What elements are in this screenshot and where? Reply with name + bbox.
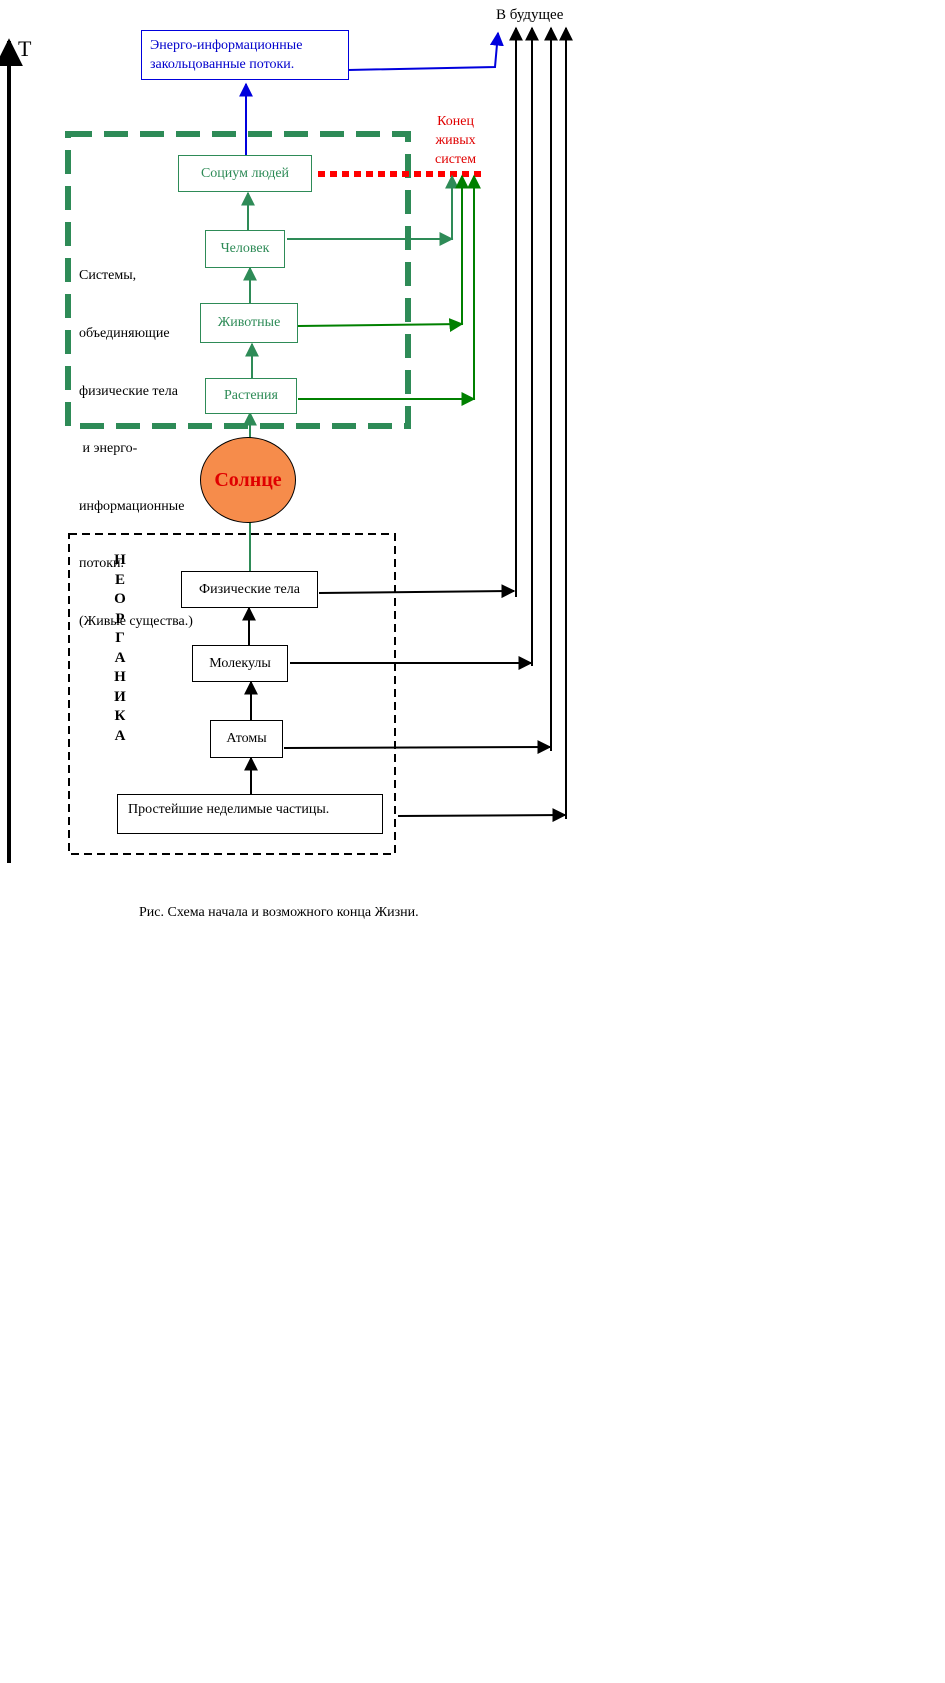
arrow-animals-end bbox=[297, 174, 469, 327]
time-axis-label: T bbox=[18, 36, 32, 61]
inorganic-letter: И bbox=[114, 688, 126, 705]
inorganic-letter: Г bbox=[115, 630, 125, 646]
inorganic-vertical-label: Н Е О Р Г А Н И К А bbox=[111, 551, 129, 746]
living-description: Системы, объединяющие физические тела и … bbox=[79, 228, 193, 650]
inorganic-letter: А bbox=[114, 727, 126, 744]
end-label-line2: живых bbox=[435, 133, 476, 148]
particles-box: Простейшие неделимые частицы. bbox=[117, 794, 383, 834]
inorganic-letter: Р bbox=[115, 610, 125, 627]
arrow-bodies-right bbox=[318, 584, 516, 599]
inorganic-letter: О bbox=[114, 591, 126, 607]
inorganic-frame bbox=[68, 533, 396, 855]
inorganic-letter: Н bbox=[114, 669, 126, 685]
arrow-plants-end bbox=[298, 174, 481, 400]
energy-flows-line2: закольцованные потоки. bbox=[150, 57, 295, 72]
living-systems-frame bbox=[65, 131, 411, 429]
society-box: Социум людей bbox=[178, 155, 312, 192]
animals-box: Животные bbox=[200, 303, 298, 343]
end-label-line1: Конец bbox=[437, 114, 474, 129]
desc-line: Системы, bbox=[79, 268, 137, 284]
atoms-box: Атомы bbox=[210, 720, 283, 758]
desc-line: и энерго- bbox=[79, 441, 138, 457]
desc-line: объединяющие bbox=[79, 326, 170, 342]
desc-line: (Живые существа.) bbox=[79, 614, 193, 630]
arrow-energy-future bbox=[347, 31, 504, 71]
inorganic-letter: Е bbox=[114, 571, 125, 588]
arrow-animals-end-head bbox=[448, 318, 464, 333]
future-label: В будущее bbox=[496, 7, 564, 23]
arrow-atoms-right bbox=[283, 740, 552, 755]
inorganic-letter: Н bbox=[114, 552, 126, 568]
desc-line: потоки. bbox=[79, 556, 125, 572]
arrow-particles-right bbox=[397, 808, 567, 823]
particles-label: Простейшие неделимые частицы. bbox=[128, 802, 330, 817]
desc-line: информационные bbox=[79, 498, 185, 514]
plants-box: Растения bbox=[205, 378, 297, 414]
inorganic-letter: А bbox=[114, 649, 126, 666]
desc-line: физические тела bbox=[79, 383, 178, 399]
end-label-line3: систем bbox=[435, 152, 477, 167]
figure-caption: Рис. Схема начала и возможного конца Жиз… bbox=[139, 905, 419, 920]
energy-flows-line1: Энерго-информационные bbox=[150, 38, 303, 53]
physical-bodies-box: Физические тела bbox=[181, 571, 318, 608]
human-box: Человек bbox=[205, 230, 285, 268]
end-of-life-label: Конец живых систем bbox=[435, 112, 476, 169]
inorganic-letter: К bbox=[114, 708, 126, 724]
molecules-box: Молекулы bbox=[192, 645, 288, 682]
energy-flows-box: Энерго-информационные закольцованные пот… bbox=[141, 30, 349, 80]
sun-circle: Солнце bbox=[200, 437, 296, 523]
